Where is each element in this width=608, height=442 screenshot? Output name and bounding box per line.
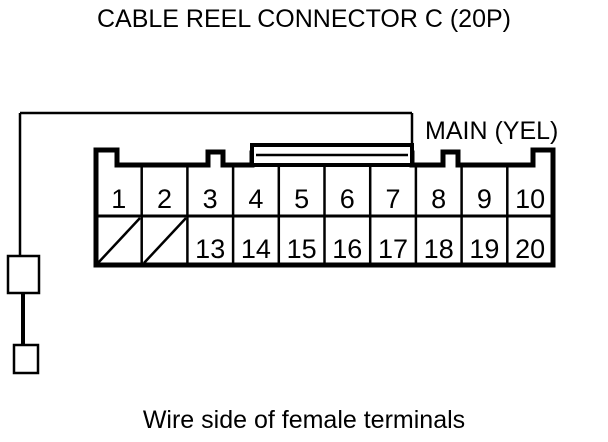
pin-row-bottom: 13 14 15 16 17 18 19 20: [195, 234, 545, 264]
pin-number: 6: [340, 184, 355, 214]
pin-number: 1: [111, 184, 126, 214]
pin-row-top: 1 2 3 4 5 6 7 8 9 10: [111, 184, 545, 214]
pin-number: 5: [294, 184, 309, 214]
pin-number: 15: [287, 234, 317, 264]
pin-number: 8: [431, 184, 446, 214]
page-title: CABLE REEL CONNECTOR C (20P): [97, 5, 511, 33]
pin-number: 17: [378, 234, 408, 264]
female-terminal-small: [12, 343, 40, 375]
pin-number: 7: [385, 184, 400, 214]
female-terminal-large: [6, 254, 41, 295]
pin-number: 3: [203, 184, 218, 214]
pin-number: 13: [195, 234, 225, 264]
pin-number: 10: [515, 184, 545, 214]
column-dividers: [140, 165, 509, 265]
wire-label-main-yel: MAIN (YEL): [425, 117, 558, 145]
pin-number: 16: [332, 234, 362, 264]
blank-cavity-slash-1: [97, 217, 141, 264]
blank-cavity-slash-2: [143, 217, 187, 264]
pin-number: 20: [515, 234, 545, 264]
connector-latch: [250, 143, 414, 167]
pin-number: 14: [241, 234, 271, 264]
diagram-caption: Wire side of female terminals: [143, 406, 465, 434]
pin-number: 2: [157, 184, 172, 214]
pin-number: 18: [424, 234, 454, 264]
pin-number: 9: [477, 184, 492, 214]
pin-number: 4: [248, 184, 263, 214]
blank-cavity-slashes: [97, 217, 187, 264]
pin-number: 19: [469, 234, 499, 264]
